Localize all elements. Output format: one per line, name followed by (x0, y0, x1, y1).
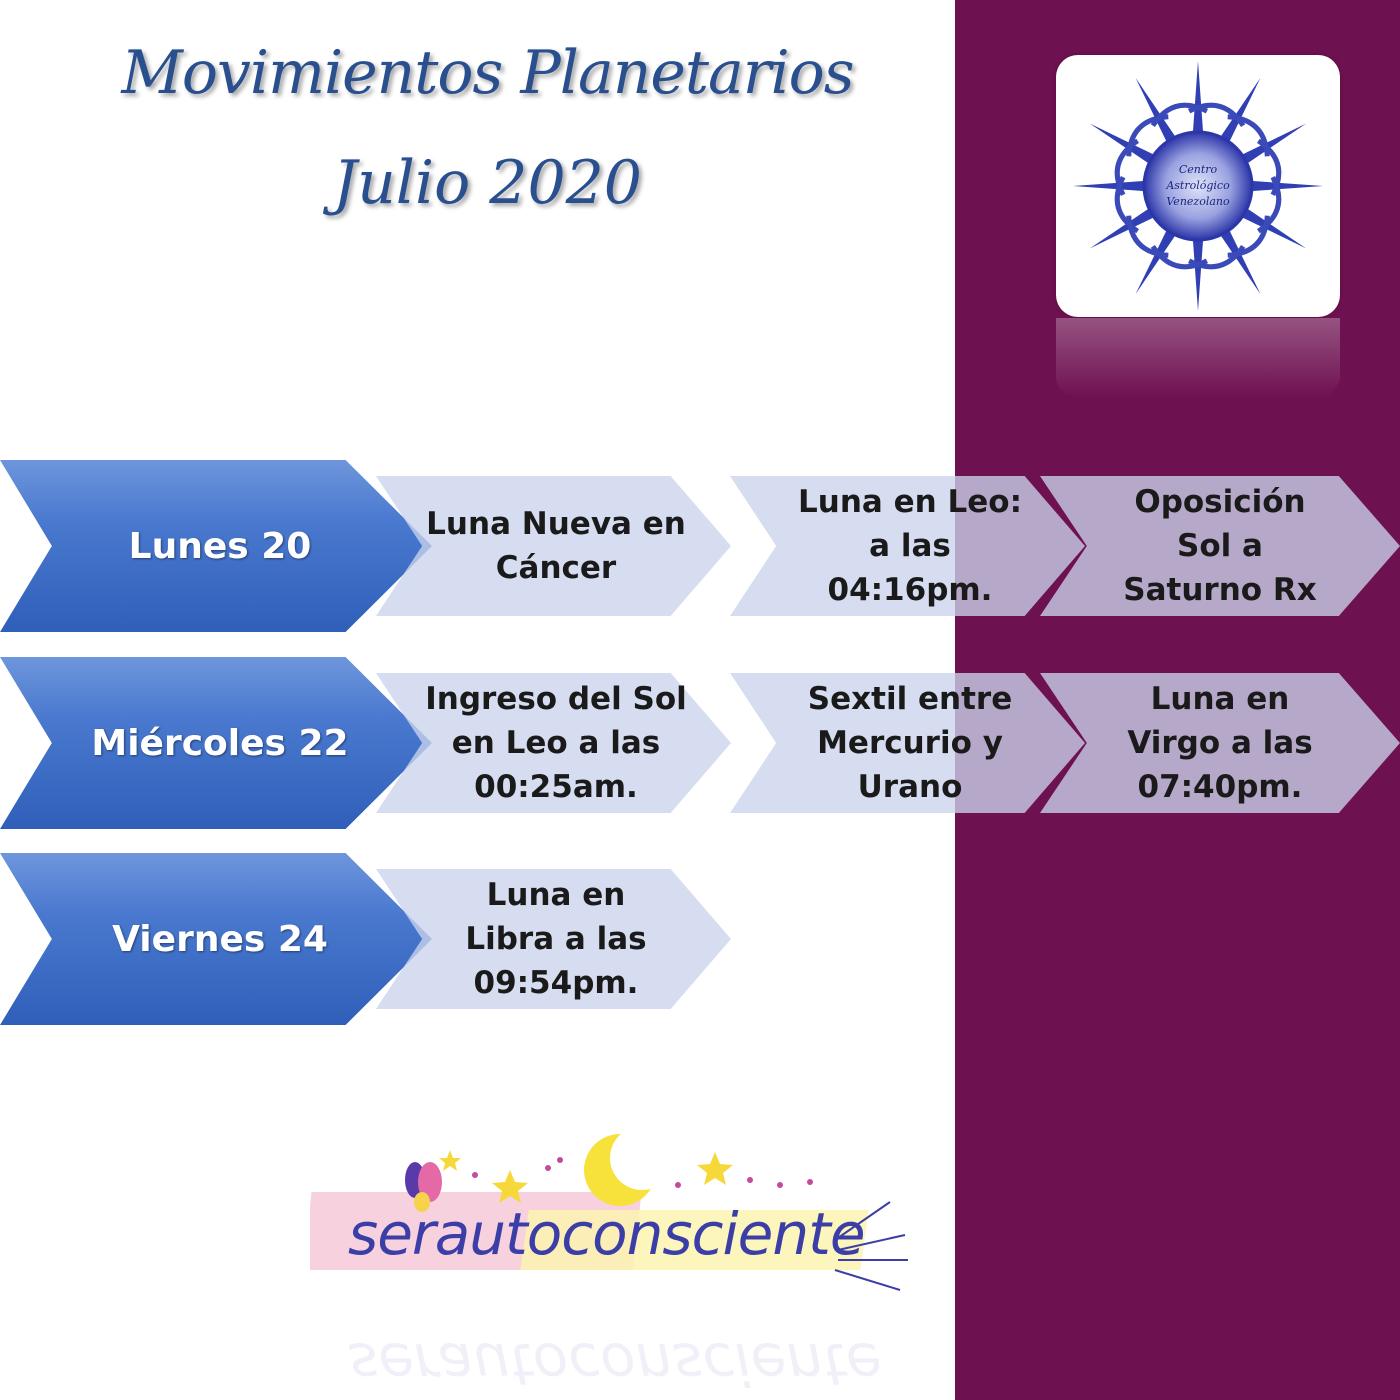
svg-text:Venezolano: Venezolano (1166, 195, 1230, 208)
day-arrow (0, 853, 432, 1025)
day-arrow (0, 460, 432, 632)
zodiac-wheel-icon: Centro Astrológico Venezolano (1073, 61, 1323, 311)
page-title: Movimientos Planetarios (121, 38, 854, 108)
crescent-moon-icon (584, 1126, 674, 1206)
event-arrow (730, 673, 1085, 813)
svg-text:Centro: Centro (1179, 163, 1218, 176)
butterfly-icon (405, 1162, 442, 1212)
svg-text:Astrológico: Astrológico (1165, 179, 1230, 192)
brand-reflection: serautoconsciente (348, 1330, 882, 1398)
brand-logo (303, 1126, 910, 1300)
event-text: Oposición Sol a Saturno Rx (1123, 484, 1317, 608)
event-arrow (376, 869, 731, 1009)
event-arrow (376, 673, 731, 813)
event-arrow (1040, 476, 1400, 616)
event-text: Ingreso del Sol en Leo a las 00:25am. (425, 681, 687, 805)
day-arrow (0, 657, 432, 829)
day-label: Viernes 24 (112, 918, 328, 960)
event-text: Sextil entre Mercurio y Urano (807, 681, 1013, 805)
event-arrow (376, 476, 731, 616)
event-text: Luna en Leo: a las 04:16pm. (798, 484, 1022, 608)
logo: Centro Astrológico Venezolano (1056, 55, 1340, 317)
day-label: Lunes 20 (128, 525, 312, 567)
day-label: Miércoles 22 (91, 722, 349, 764)
event-text: Luna en Libra a las 09:54pm. (465, 877, 647, 1001)
event-text: Luna Nueva en Cáncer (426, 506, 686, 586)
event-arrow (1040, 673, 1400, 813)
star-icon (439, 1150, 733, 1203)
brand-name: serautoconsciente (348, 1200, 865, 1268)
logo-reflection (1056, 318, 1340, 398)
page-subtitle: Julio 2020 (333, 148, 642, 218)
event-text: Luna en Virgo a las 07:40pm. (1127, 681, 1313, 805)
event-arrow (730, 476, 1085, 616)
